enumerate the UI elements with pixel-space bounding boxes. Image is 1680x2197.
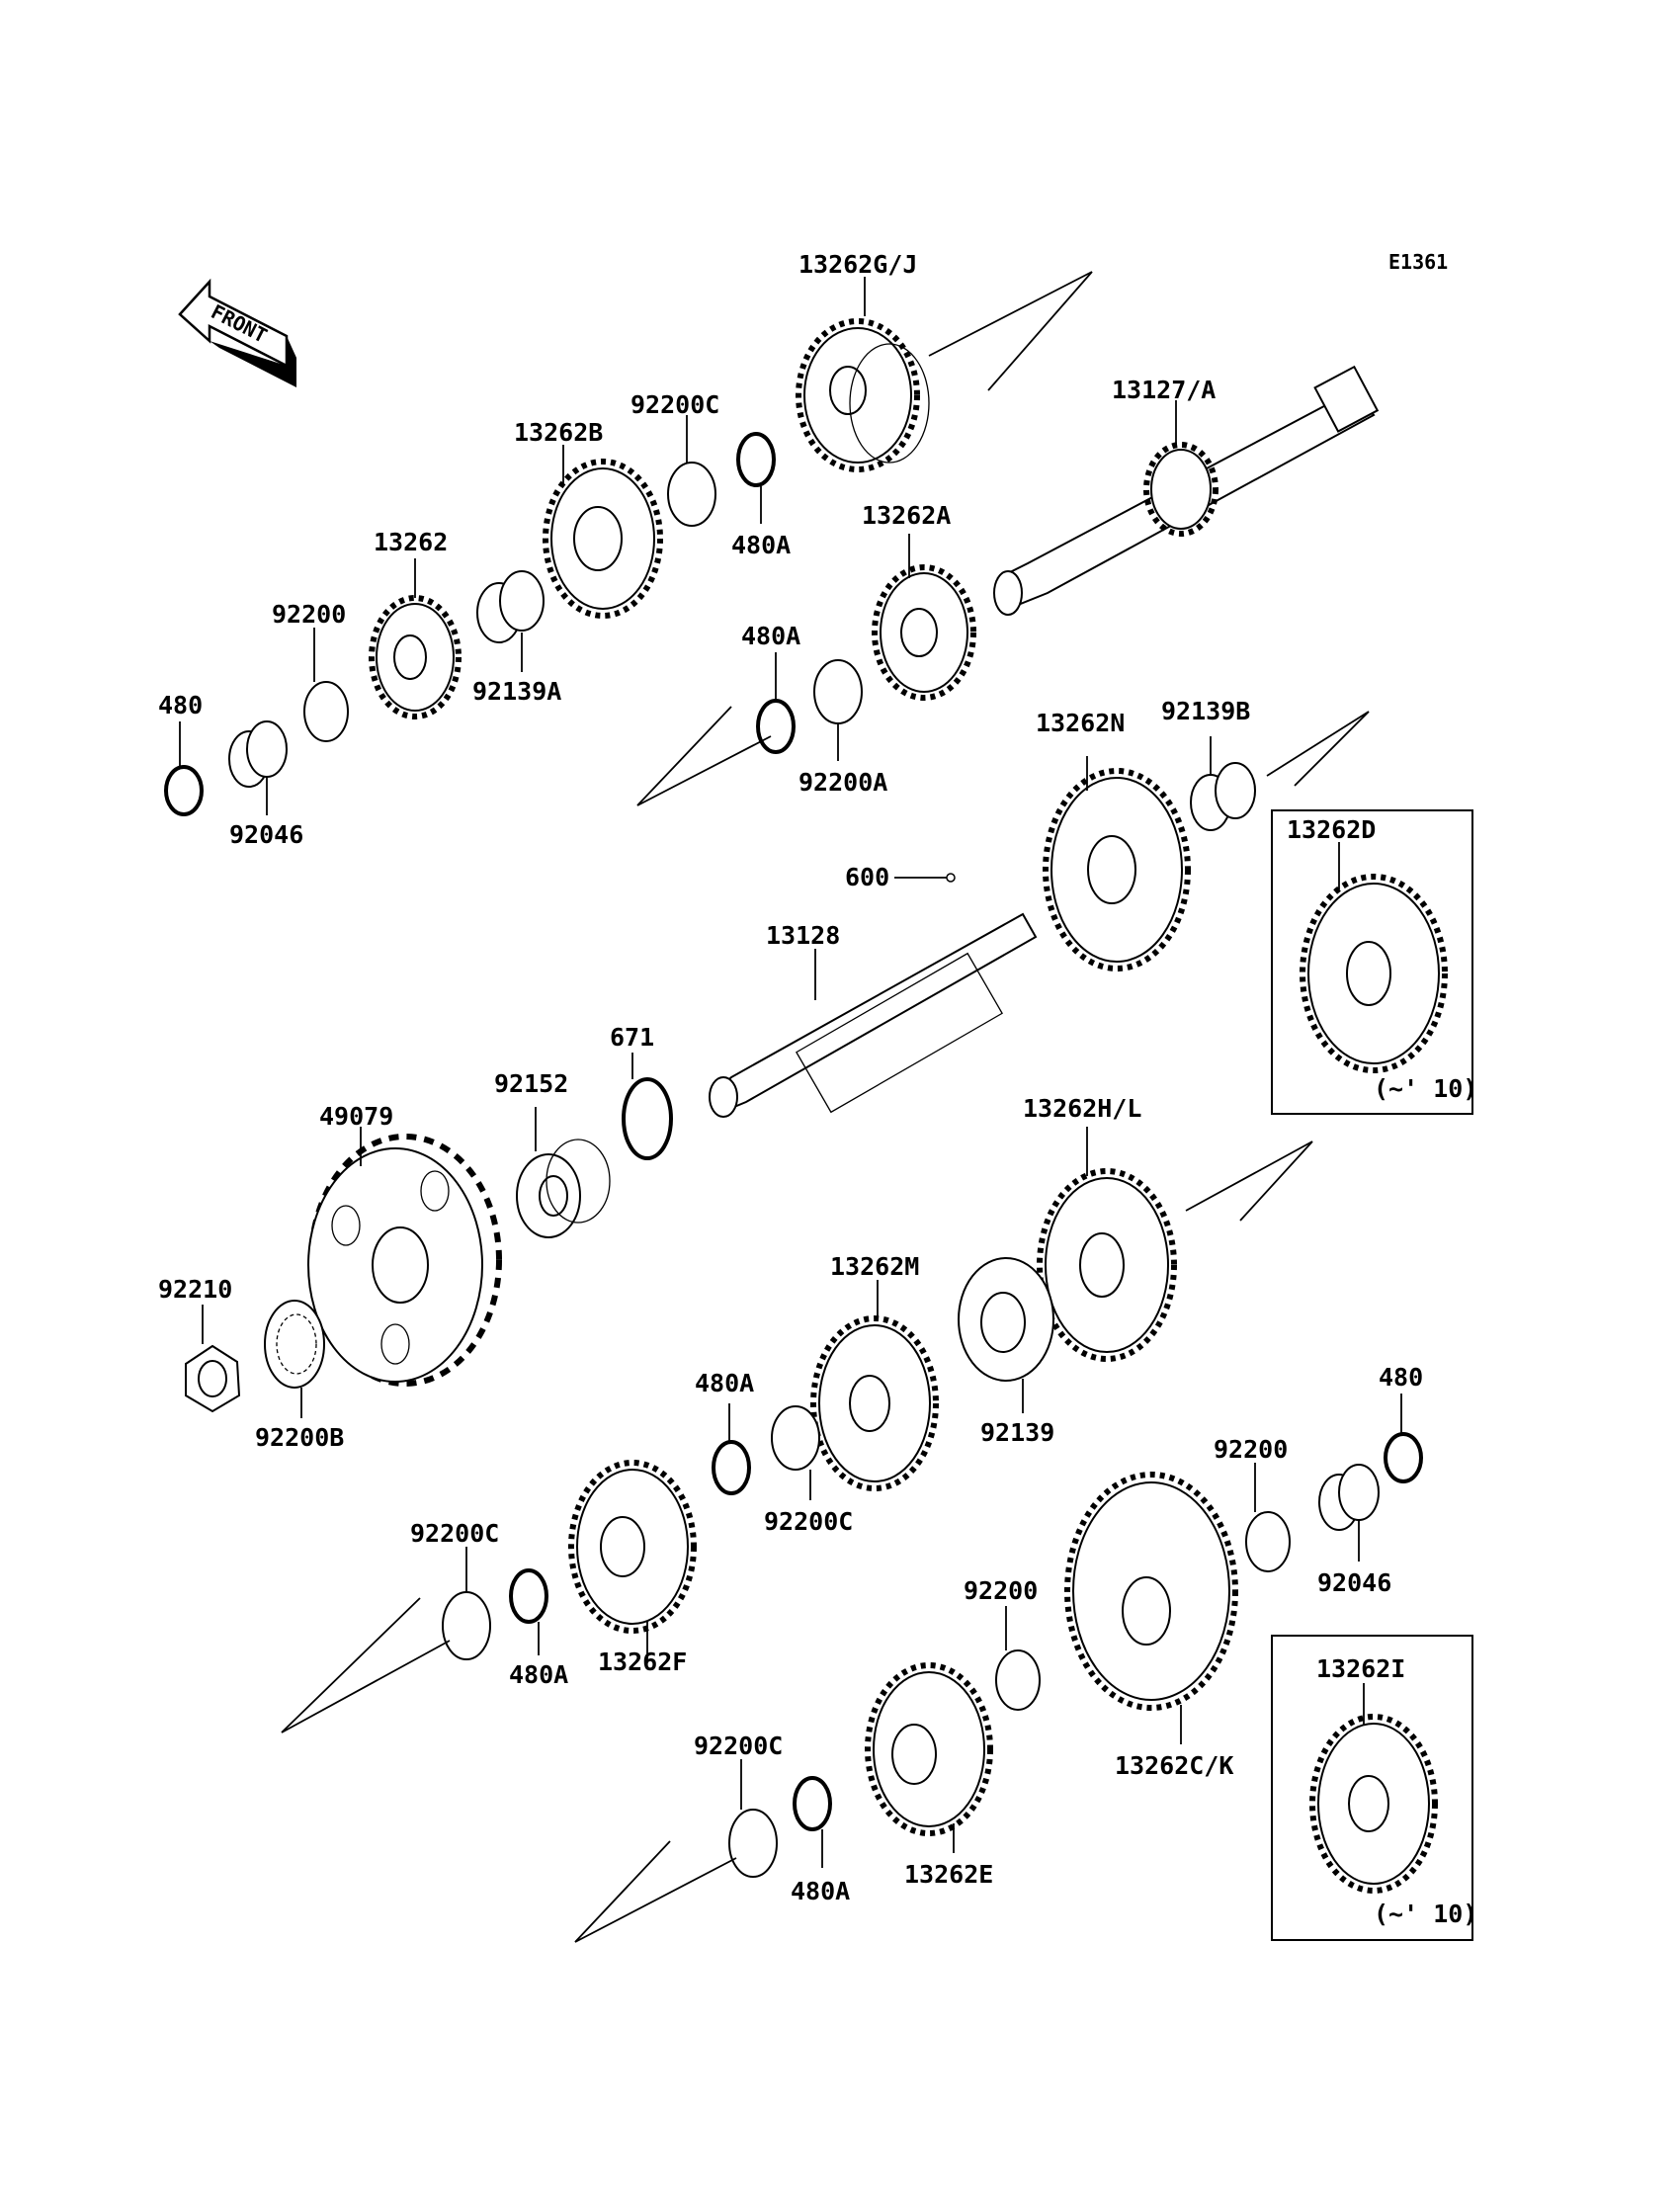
circlip-480-icon <box>1384 1432 1423 1483</box>
label-92139A: 92139A <box>472 677 561 706</box>
sprocket-49079-icon <box>307 1134 502 1387</box>
washer-92200B-icon <box>264 1300 325 1389</box>
nut-92210-icon <box>185 1344 241 1413</box>
bushing-92139A-icon <box>476 570 545 643</box>
note-13262I: (~' 10) <box>1374 1900 1477 1928</box>
label-480A-bottom: 480A <box>791 1877 850 1905</box>
marker-600-icon <box>946 873 956 883</box>
label-92046-right: 92046 <box>1317 1568 1391 1597</box>
label-480A-mid: 480A <box>741 622 800 650</box>
circlip-480A-icon <box>793 1776 832 1831</box>
washer-92200-icon <box>303 681 349 742</box>
note-13262D: (~' 10) <box>1374 1074 1477 1103</box>
label-92139B: 92139B <box>1161 697 1250 725</box>
label-92200C-left: 92200C <box>410 1519 499 1548</box>
label-13262: 13262 <box>374 528 448 556</box>
label-92139: 92139 <box>980 1418 1054 1447</box>
label-671: 671 <box>610 1023 654 1052</box>
label-92200C-mid: 92200C <box>764 1507 853 1536</box>
label-13127A: 13127/A <box>1112 376 1216 404</box>
group-line <box>281 1640 451 1733</box>
circlip-480A-icon <box>509 1568 548 1624</box>
bushing-92139B-icon <box>1190 762 1256 831</box>
label-49079: 49079 <box>319 1102 393 1131</box>
label-92200-low: 92200 <box>964 1576 1038 1605</box>
gear-13262B-icon <box>543 459 663 619</box>
group-line <box>574 1857 737 1943</box>
diagram-code: E1361 <box>1388 250 1448 274</box>
washer-92200A-icon <box>813 659 863 724</box>
circlip-480A-icon <box>736 432 776 487</box>
washer-92200C-icon <box>667 462 716 527</box>
shaft-13127A-icon <box>993 365 1380 616</box>
needle-bearing-92046-icon <box>228 720 288 788</box>
group-line <box>636 735 772 806</box>
bushing-92139-icon <box>958 1257 1054 1382</box>
gear-13262E-icon <box>865 1662 993 1836</box>
variant-box-13262D <box>1271 809 1473 1115</box>
washer-92200-icon <box>1245 1511 1291 1572</box>
label-92152: 92152 <box>494 1069 568 1098</box>
label-13128: 13128 <box>766 921 840 950</box>
label-480A-left: 480A <box>509 1660 568 1689</box>
group-line <box>281 1597 421 1733</box>
circlip-480-icon <box>164 765 204 816</box>
group-line <box>1266 711 1370 777</box>
front-arrow-icon: FRONT <box>178 278 296 387</box>
group-line <box>1294 711 1370 787</box>
label-13262A: 13262A <box>862 501 951 530</box>
label-13262I: 13262I <box>1316 1654 1405 1683</box>
needle-bearing-92046-icon <box>1318 1464 1380 1531</box>
washer-92200C-icon <box>728 1809 778 1878</box>
group-line <box>574 1840 671 1943</box>
gear-13262GJ-icon <box>796 318 930 472</box>
label-92046-top: 92046 <box>229 820 303 849</box>
label-13262HL: 13262H/L <box>1023 1094 1141 1123</box>
circlip-480A-icon <box>756 699 796 754</box>
washer-92200C-icon <box>771 1405 820 1471</box>
washer-92200C-icon <box>442 1591 491 1660</box>
label-13262B: 13262B <box>514 418 603 447</box>
label-600: 600 <box>845 863 889 891</box>
group-line <box>1185 1141 1313 1212</box>
label-92200C-top: 92200C <box>630 390 719 419</box>
o-ring-671-icon <box>622 1077 673 1160</box>
circlip-480A-icon <box>712 1440 751 1495</box>
label-480-right: 480 <box>1379 1363 1423 1392</box>
label-13262F: 13262F <box>598 1648 687 1676</box>
gear-13262CK-icon <box>1064 1472 1238 1711</box>
gear-13262-icon <box>369 595 462 719</box>
label-480A-top: 480A <box>731 531 791 559</box>
label-92210: 92210 <box>158 1275 232 1304</box>
gear-13262A-icon <box>872 564 976 701</box>
label-480A-low: 480A <box>695 1369 754 1397</box>
label-92200B: 92200B <box>255 1423 344 1452</box>
washer-92200-icon <box>995 1649 1041 1711</box>
group-line <box>636 706 732 806</box>
label-13262D: 13262D <box>1287 815 1376 844</box>
label-13262CK: 13262C/K <box>1115 1751 1233 1780</box>
gear-13262I-icon <box>1309 1714 1438 1894</box>
collar-92152-icon <box>516 1139 611 1238</box>
label-480-top: 480 <box>158 691 203 719</box>
gear-13262M-icon <box>810 1315 939 1491</box>
gear-13262N-icon <box>1043 768 1191 972</box>
group-line <box>1239 1141 1313 1222</box>
gear-13262D-icon <box>1300 874 1448 1073</box>
label-13262N: 13262N <box>1036 709 1125 737</box>
label-13262GJ: 13262G/J <box>798 250 917 279</box>
label-13262M: 13262M <box>830 1252 919 1281</box>
shaft-13128-icon <box>709 912 1038 1118</box>
label-13262E: 13262E <box>904 1860 993 1889</box>
gear-13262F-icon <box>568 1460 697 1634</box>
variant-box-13262I <box>1271 1635 1473 1941</box>
label-92200C-bottom: 92200C <box>694 1732 783 1760</box>
label-92200-top: 92200 <box>272 600 346 629</box>
group-line <box>987 271 1093 391</box>
label-92200-right: 92200 <box>1214 1435 1288 1464</box>
label-92200A: 92200A <box>798 768 887 797</box>
group-line <box>928 271 1093 357</box>
gear-13262HL-icon <box>1037 1168 1177 1362</box>
